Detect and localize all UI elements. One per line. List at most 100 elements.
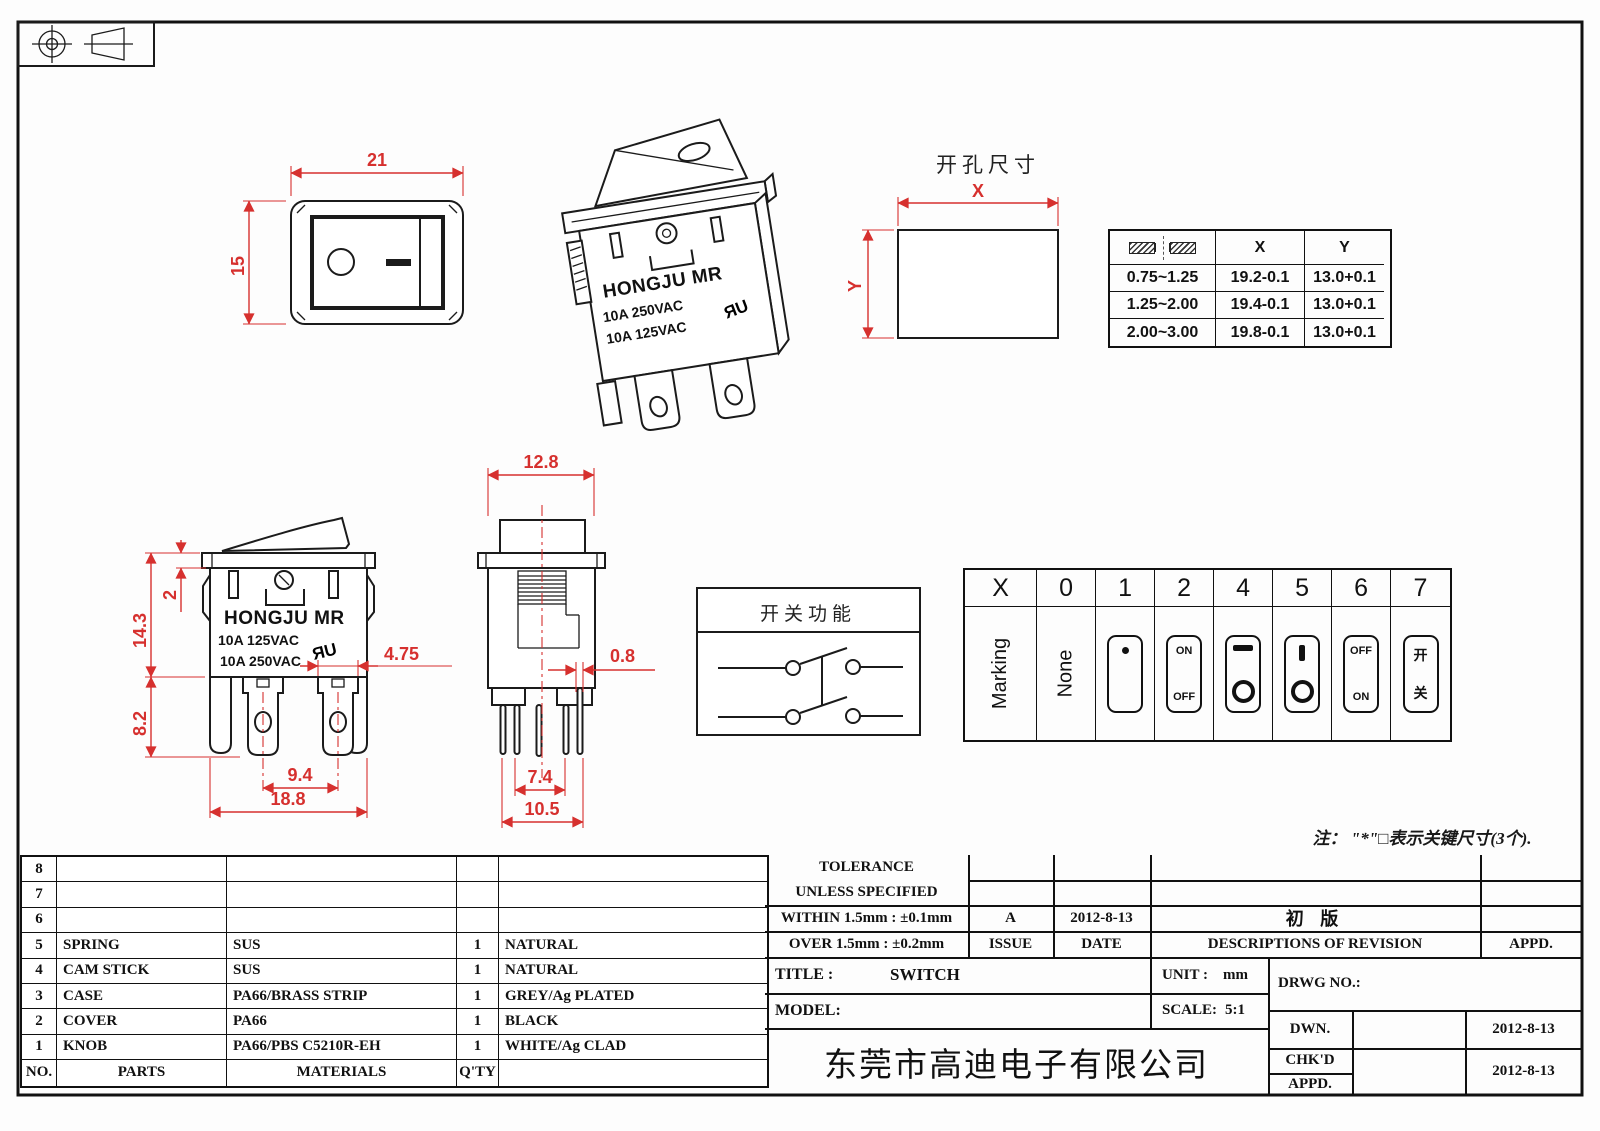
part-name: SPRING <box>57 933 227 959</box>
marking-icon-off-on: OFF ON <box>1343 634 1380 713</box>
appd-label: APPD. <box>1288 1075 1332 1092</box>
marking-icon-line-circle <box>1284 634 1321 713</box>
part-qty <box>457 882 499 908</box>
part-material <box>227 907 457 934</box>
dim-profile-width: 12.8 <box>523 452 558 472</box>
part-material <box>227 882 457 908</box>
parts-header-no: NO. <box>22 1060 57 1086</box>
isometric-view: HONGJU MR 10A 250VAC 10A 125VAC ЯU <box>561 118 790 432</box>
dim-terminal-pitch: 9.4 <box>287 765 312 785</box>
thickness-y: 13.0+0.1 <box>1305 292 1384 319</box>
thickness-y: 13.0+0.1 <box>1313 323 1376 341</box>
part-no: 5 <box>22 933 57 959</box>
title-block: TOLERANCE UNLESS SPECIFIED WITHIN 1.5mm … <box>765 855 1582 1095</box>
dim-rocker-height: 2 <box>160 590 180 600</box>
part-no: 4 <box>22 958 57 984</box>
cutout-title: 开孔尺寸 <box>936 154 1040 177</box>
revision-appd-label: APPD. <box>1509 935 1553 952</box>
part-name <box>57 882 227 908</box>
title-label: TITLE : <box>775 966 834 983</box>
marking-header-2: 2 <box>1155 570 1215 607</box>
tolerance-title: TOLERANCE <box>819 859 914 875</box>
part-name: KNOB <box>57 1034 227 1061</box>
dwn-label: DWN. <box>1289 1020 1331 1037</box>
dim-body-height: 14.3 <box>130 613 150 648</box>
dim-pin-thickness: 0.8 <box>610 646 635 666</box>
marking-off-label: OFF <box>1173 690 1196 703</box>
marking-on-label: ON <box>1352 690 1370 703</box>
part-color: BLACK <box>499 1009 767 1035</box>
company-name: 东莞市高迪电子有限公司 <box>824 1045 1209 1083</box>
part-material <box>227 857 457 883</box>
marking-cn-off-label: 关 <box>1413 684 1428 701</box>
part-color <box>499 908 767 934</box>
part-material: PA66 <box>227 1009 457 1035</box>
panel-thickness-table: X Y 0.75~1.25 19.2-0.1 13.0+0.1 1.25~2.0… <box>1108 229 1392 348</box>
marking-header-1: 1 <box>1096 570 1156 607</box>
dim-cutout-y: Y <box>845 280 865 292</box>
part-no: 2 <box>22 1009 57 1035</box>
thickness-x: 19.4-0.1 <box>1216 292 1305 319</box>
part-name <box>57 907 227 934</box>
part-color <box>499 857 767 883</box>
side-elevation-view: HONGJU MR 10A 125VAC 10A 250VAC ЯU 14.3 … <box>130 516 452 818</box>
parts-header-parts: PARTS <box>57 1060 227 1086</box>
parts-header-materials: MATERIALS <box>227 1060 457 1086</box>
part-color: WHITE/Ag CLAD <box>499 1035 767 1061</box>
part-material: SUS <box>227 933 457 959</box>
marking-header-7: 7 <box>1391 570 1450 607</box>
chkd-label: CHK'D <box>1285 1052 1335 1068</box>
unit-label: UNIT : <box>1162 966 1208 983</box>
issue-value: A <box>1005 909 1016 926</box>
marking-on-label: ON <box>1175 644 1193 657</box>
tolerance-over: OVER 1.5mm : ±0.2mm <box>788 935 945 952</box>
thickness-header-x: X <box>1216 231 1305 265</box>
part-name: CASE <box>57 983 227 1010</box>
dim-pin-pitch-inner: 7.4 <box>527 767 552 787</box>
profile-view: 12.8 0.8 7.4 10.5 <box>477 452 655 828</box>
part-material: PA66/PBS C5210R-EH <box>227 1034 457 1061</box>
title-value: SWITCH <box>890 965 960 984</box>
rating-side-250: 10A 250VAC <box>220 653 301 669</box>
thickness-range: 0.75~1.25 <box>1110 265 1216 292</box>
part-qty <box>457 857 499 883</box>
tolerance-within: WITHIN 1.5mm : ±0.1mm <box>780 909 953 926</box>
tolerance-subtitle: UNLESS SPECIFIED <box>795 884 938 900</box>
drwg-no-label: DRWG NO.: <box>1278 975 1361 991</box>
part-no: 3 <box>22 983 57 1010</box>
switch-function-box: 开关功能 <box>696 587 921 736</box>
part-qty: 1 <box>457 1034 499 1061</box>
thickness-range: 1.25~2.00 <box>1110 292 1216 319</box>
marking-icon-dot <box>1107 634 1144 713</box>
parts-table: 8 7 6 5 SPRING SUS 1 NATURAL 4 CAM STICK… <box>20 855 769 1088</box>
parts-header-color <box>499 1060 767 1085</box>
model-label: MODEL: <box>775 1001 841 1019</box>
marking-header-0: 0 <box>1037 570 1097 607</box>
marking-none-label: None <box>1054 649 1077 698</box>
function-title: 开关功能 <box>760 603 856 625</box>
front-view: 21 15 <box>228 150 464 325</box>
dim-terminal-length: 8.2 <box>130 711 150 736</box>
part-qty: 1 <box>457 933 499 959</box>
part-material: PA66/BRASS STRIP <box>227 983 457 1010</box>
panel-thickness-icon <box>1129 235 1196 260</box>
revision-description: 初 版 <box>1285 909 1345 929</box>
marking-header-x: X <box>965 570 1038 607</box>
sheet-border <box>16 20 1584 1097</box>
dim-cutout-x: X <box>972 181 984 201</box>
marking-icon-bar-circle <box>1225 634 1262 713</box>
part-no: 6 <box>22 907 57 934</box>
part-qty: 1 <box>457 983 499 1010</box>
thickness-x: 19.2-0.1 <box>1216 265 1305 292</box>
revision-desc-label: DESCRIPTIONS OF REVISION <box>1207 935 1423 952</box>
projection-symbol <box>17 21 155 67</box>
part-color: NATURAL <box>499 959 767 984</box>
scale-label: SCALE: <box>1162 1002 1218 1018</box>
issue-label: ISSUE <box>988 935 1033 952</box>
dim-front-width: 21 <box>367 150 387 170</box>
part-no: 1 <box>22 1034 57 1061</box>
dim-terminal-width: 4.75 <box>384 644 419 664</box>
thickness-y: 13.0+0.1 <box>1305 265 1384 292</box>
key-dimension-note: 注： "*"□表示关键尺寸(3个). <box>1312 829 1532 848</box>
